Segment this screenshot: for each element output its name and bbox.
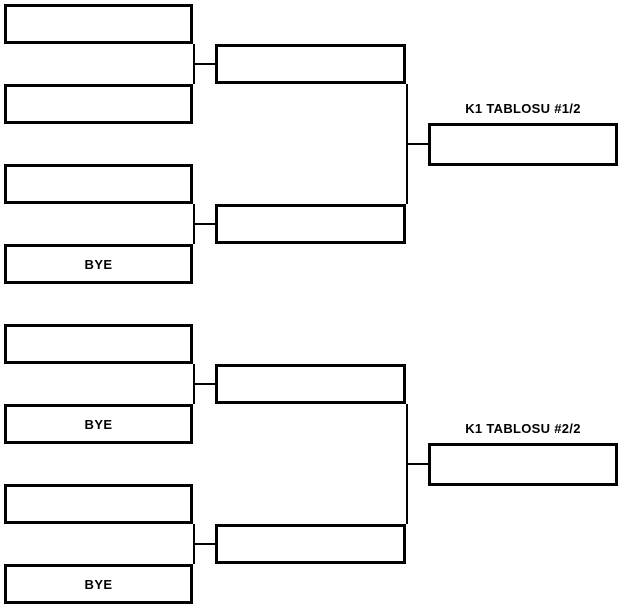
bracket-2-connector-horizontal-2: [193, 383, 215, 385]
bracket-2-connector-horizontal-6: [406, 463, 428, 465]
slot-label: BYE: [84, 256, 113, 272]
bracket-2-round2-slot-1[interactable]: [215, 364, 406, 404]
bracket-1-final-slot-1[interactable]: [428, 123, 618, 166]
bracket-2-connector-horizontal-4: [193, 543, 215, 545]
bracket-1-round1-slot-4[interactable]: BYE: [4, 244, 193, 284]
bracket-1-final-title: K1 TABLOSU #1/2: [465, 101, 581, 116]
bracket-1-round2-slot-2[interactable]: [215, 204, 406, 244]
bracket-1-connector-horizontal-2: [193, 63, 215, 65]
bracket-2-round2-slot-2[interactable]: [215, 524, 406, 564]
bracket-2-round1-slot-3[interactable]: [4, 484, 193, 524]
bracket-1-round1-slot-3[interactable]: [4, 164, 193, 204]
bracket-1-connector-horizontal-6: [406, 143, 428, 145]
bracket-1-round2-slot-1[interactable]: [215, 44, 406, 84]
bracket-2-final-title: K1 TABLOSU #2/2: [465, 421, 581, 436]
bracket-2-final-slot-1[interactable]: [428, 443, 618, 486]
bracket-2-round1-slot-4[interactable]: BYE: [4, 564, 193, 604]
bracket-2-round1-slot-2[interactable]: BYE: [4, 404, 193, 444]
bracket-2-round1-slot-1[interactable]: [4, 324, 193, 364]
bracket-1-connector-horizontal-4: [193, 223, 215, 225]
slot-label: BYE: [84, 416, 113, 432]
bracket-1-round1-slot-2[interactable]: [4, 84, 193, 124]
slot-label: BYE: [84, 576, 113, 592]
bracket-1-round1-slot-1[interactable]: [4, 4, 193, 44]
